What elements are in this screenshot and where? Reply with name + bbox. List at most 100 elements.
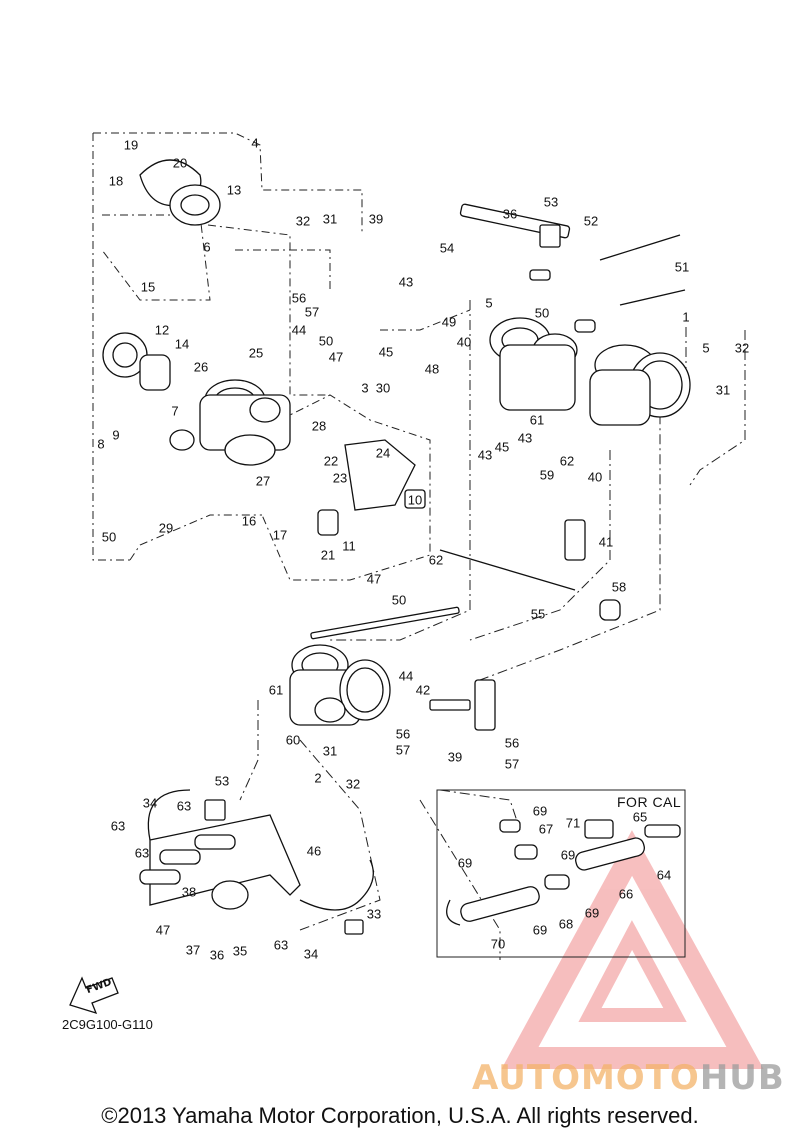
callout-number: 13 (226, 182, 242, 198)
upper-left-group (92, 132, 471, 581)
carburetor-right (459, 203, 691, 426)
callout-number: 46 (306, 843, 322, 859)
watermark-logo (501, 830, 764, 1069)
callout-number: 34 (142, 795, 158, 811)
callout-number: 66 (618, 886, 634, 902)
watermark-text: AUTOMOTOHUB (472, 1058, 785, 1098)
callout-number: 9 (112, 427, 120, 443)
callout-number: 5 (485, 295, 493, 311)
bracket-harness (139, 789, 374, 935)
callout-number: 33 (366, 906, 382, 922)
callout-number: 42 (415, 682, 431, 698)
callout-number: 36 (502, 206, 518, 222)
callout-number: 27 (255, 473, 271, 489)
callout-number: 11 (342, 538, 356, 554)
for-cal-box (436, 789, 686, 958)
callout-number: 30 (375, 380, 391, 396)
callout-number: 44 (291, 322, 307, 338)
callout-number: 47 (328, 349, 344, 365)
callout-number: 51 (674, 259, 690, 275)
callout-number: 43 (517, 430, 533, 446)
callout-number: 56 (395, 726, 411, 742)
callout-number: 2 (314, 770, 322, 786)
callout-number: 17 (272, 527, 288, 543)
callout-number: 48 (424, 361, 440, 377)
callout-number: 57 (304, 304, 320, 320)
callout-number: 59 (539, 467, 555, 483)
callout-number: 50 (391, 592, 407, 608)
callout-number: 10 (407, 492, 423, 508)
callout-number: 24 (375, 445, 391, 461)
callout-number: 68 (558, 916, 574, 932)
callout-number: 35 (232, 943, 248, 959)
carburetor-upper-left (102, 159, 426, 536)
callout-number: 19 (123, 137, 139, 153)
callout-number: 32 (734, 340, 750, 356)
callout-number: 69 (457, 855, 473, 871)
callout-number: 1 (682, 309, 690, 325)
callout-number: 50 (534, 305, 550, 321)
callout-number: 57 (504, 756, 520, 772)
callout-number: 26 (193, 359, 209, 375)
callout-number: 39 (447, 749, 463, 765)
callout-number: 65 (632, 809, 648, 825)
callout-number: 45 (494, 439, 510, 455)
callout-number: 63 (110, 818, 126, 834)
callout-number: 40 (456, 334, 472, 350)
callout-number: 62 (428, 552, 444, 568)
callout-number: 37 (185, 942, 201, 958)
callout-number: 4 (251, 135, 259, 151)
fwd-arrow-icon (69, 976, 119, 1015)
callout-number: 64 (656, 867, 672, 883)
callout-number: 6 (203, 239, 211, 255)
callout-number: 71 (565, 815, 581, 831)
callout-number: 22 (323, 453, 339, 469)
callout-number: 45 (378, 344, 394, 360)
callout-number: 54 (439, 240, 455, 256)
callout-number: 5 (702, 340, 710, 356)
callout-number: 56 (504, 735, 520, 751)
callout-number: 57 (395, 742, 411, 758)
callout-number: 50 (101, 529, 117, 545)
callout-number: 43 (477, 447, 493, 463)
callout-number: 38 (181, 884, 197, 900)
callout-number: 40 (587, 469, 603, 485)
callout-number: 61 (268, 682, 284, 698)
callout-number: 56 (291, 290, 307, 306)
callout-number: 29 (158, 520, 174, 536)
callout-number: 60 (285, 732, 301, 748)
callout-number: 8 (97, 436, 105, 452)
callout-number: 58 (611, 579, 627, 595)
callout-number: 49 (441, 314, 457, 330)
diagram-code: 2C9G100-G110 (62, 1017, 153, 1032)
callout-number: 31 (715, 382, 731, 398)
callout-number: 50 (318, 333, 334, 349)
callout-number: 44 (398, 668, 414, 684)
callout-number: 36 (209, 947, 225, 963)
callout-number: 18 (108, 173, 124, 189)
callout-number: 31 (322, 743, 338, 759)
callout-number: 12 (154, 322, 170, 338)
callout-number: 14 (174, 336, 190, 352)
callout-number: 61 (529, 412, 545, 428)
callout-number: 41 (598, 534, 614, 550)
callout-number: 20 (172, 155, 188, 171)
callout-number: 15 (140, 279, 156, 295)
callout-number: 3 (361, 380, 369, 396)
callout-number: 63 (273, 937, 289, 953)
callout-number: 47 (366, 571, 382, 587)
callout-number: 69 (560, 847, 576, 863)
for-cal-parts (446, 819, 681, 926)
callout-number: 69 (532, 922, 548, 938)
callout-number: 63 (134, 845, 150, 861)
callout-number: 34 (303, 946, 319, 962)
callout-number: 16 (241, 513, 257, 529)
callout-number: 25 (248, 345, 264, 361)
callout-number: 69 (584, 905, 600, 921)
callout-number: 21 (320, 547, 336, 563)
watermark-part2: HUB (699, 1058, 785, 1098)
copyright-notice: ©2013 Yamaha Motor Corporation, U.S.A. A… (101, 1103, 699, 1128)
callout-number: 32 (295, 213, 311, 229)
callout-number: 62 (559, 453, 575, 469)
callout-number: 67 (538, 821, 554, 837)
